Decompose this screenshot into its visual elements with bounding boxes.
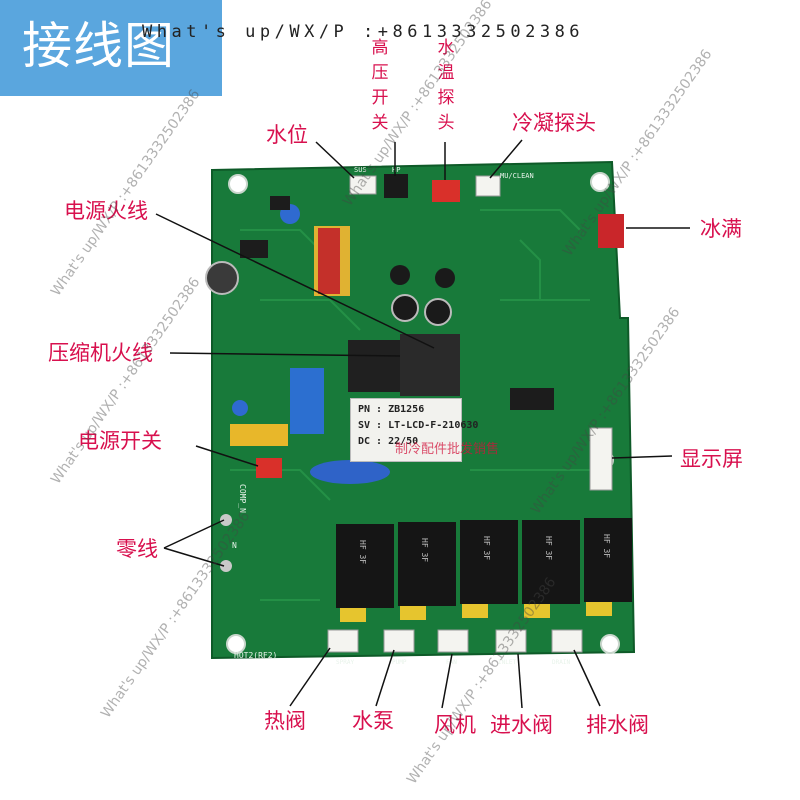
label-power-live: 电源火线 [64,199,148,223]
board-watermark: 制冷配件批发销售 [395,442,500,457]
neutral-terminal [220,560,232,572]
label-drain-valve: 排水阀 [586,713,649,737]
relay-marking: HF 3F [482,536,491,561]
capacitor [391,294,419,322]
relay [398,522,456,606]
label-compressor-live: 压缩机火线 [48,341,153,365]
ic-chip [240,240,268,258]
pcb-traces [230,209,600,601]
silk-hp: HP [392,166,400,174]
silk-spray: SPRAY [336,659,354,666]
ic-chip [270,196,290,210]
diagram-title: 接线图 [22,17,175,75]
silk-fan: FAN [446,659,457,666]
hot-valve-connector [327,629,359,653]
label-inlet-valve: 进水阀 [490,713,553,737]
relay-marking: HF 3F [602,534,611,559]
capacitor [424,298,452,326]
fan-connector [437,629,469,653]
red-component [318,228,340,294]
relay-marking: HF 3F [420,538,429,563]
relay-marking: HF 3F [544,536,553,561]
label-condenser-probe: 冷凝探头 [512,111,596,135]
pump-connector [383,629,415,653]
product-sticker [350,398,462,462]
silk-hot2: HOT2(RF2) [234,651,277,660]
sticker-pn: PN : ZB1256 [358,404,425,415]
label-high-pressure-switch: 高压开关 [371,38,389,133]
silk-comp-n: COMP_N [238,484,247,513]
inlet-connector [495,629,527,653]
condenser-connector [475,175,501,197]
label-display: 显示屏 [680,447,743,471]
sticker-dc: DC : 22/50 [358,436,419,447]
silk-pump: PUMP [392,659,407,666]
ice-full-connector [598,214,624,248]
capacitor [205,261,239,295]
callout-lines [155,139,690,709]
relay [336,524,394,608]
relay-row [336,518,632,608]
silk-inlet: INLET [498,659,516,666]
display-connector [589,427,613,491]
label-water-level: 水位 [266,123,308,147]
relay [584,518,632,602]
label-fan: 风机 [434,713,476,737]
title-banner: 接线图 [0,0,222,96]
yellow-film-capacitor [230,424,288,446]
bottom-connectors [327,629,583,653]
silk-drain: DRAIN [552,659,570,666]
water-temp-connector [432,180,460,202]
blue-capacitor [310,460,390,484]
water-level-connector [349,175,377,195]
blue-disc [232,400,248,416]
label-water-pump: 水泵 [352,709,394,733]
label-power-switch: 电源开关 [78,429,162,453]
relay-caps [340,602,612,622]
ic-chip [510,388,554,410]
power-relay-block [400,334,460,396]
drain-connector [551,629,583,653]
capacitor [435,268,455,288]
label-neutral: 零线 [116,537,158,561]
silk-sus: SUS [354,166,367,174]
relay [460,520,518,604]
neutral-terminal [220,514,232,526]
contact-info: What's up/WX/P :+8613332502386 [142,22,585,42]
power-switch-connector [256,458,282,478]
silk-n: N [232,541,237,550]
silk-clean: MU/CLEAN [500,172,534,180]
sticker-sv: SV : LT-LCD-F-210630 [358,420,479,431]
label-hot-valve: 热阀 [264,709,306,733]
relay [522,520,580,604]
blue-film-capacitor [290,368,324,434]
label-water-temp-probe: 水温探头 [437,38,455,133]
capacitor [390,265,410,285]
label-ice-full: 冰满 [700,217,742,241]
relay-marking: HF 3F [358,540,367,565]
high-pressure-connector [384,174,408,198]
